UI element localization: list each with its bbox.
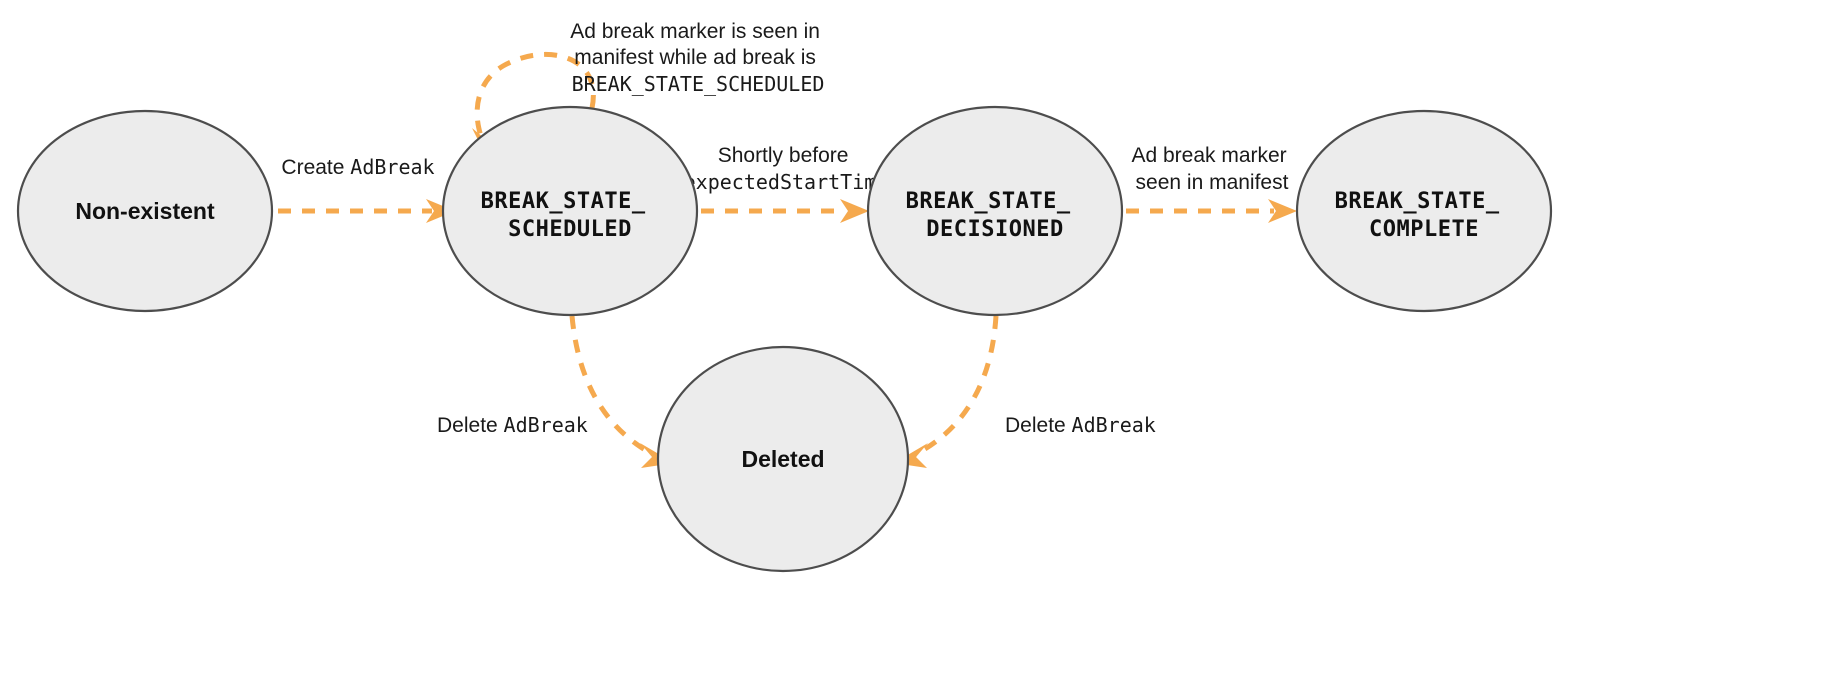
edge-label-part-mono: AdBreak (350, 155, 434, 179)
edge-delete-from-scheduled-label: Delete AdBreak (437, 413, 588, 437)
node-break-state-scheduled-shape[interactable] (441, 105, 699, 317)
node-break-state-complete-shape[interactable] (1295, 109, 1553, 313)
node-complete-line-1: BREAK_STATE_ (1335, 189, 1500, 214)
node-break-state-scheduled-label: BREAK_STATE_ SCHEDULED (481, 189, 660, 242)
node-non-existent-label: Non-existent (75, 198, 215, 224)
edge-delete-label-part-sans: Delete (437, 414, 504, 437)
edge-create-adbreak-arrowhead (426, 199, 455, 223)
edge-label-part-sans: Create (281, 156, 350, 179)
edge-delete-adbreak-from-decisioned: Delete AdBreak (894, 315, 1156, 468)
edge-marker-seen-label-line-1: Ad break marker (1131, 144, 1286, 167)
node-complete-line-2: COMPLETE (1369, 217, 1479, 242)
node-scheduled-line-1: BREAK_STATE_ (481, 189, 646, 214)
edge-self-loop-label-line-3: BREAK_STATE_SCHEDULED (572, 72, 825, 96)
node-break-state-complete-label: BREAK_STATE_ COMPLETE (1335, 189, 1514, 242)
node-break-state-decisioned-label: BREAK_STATE_ DECISIONED (906, 189, 1085, 242)
edge-delete-label-part-mono: AdBreak (504, 413, 588, 437)
edge-delete-from-decisioned-label: Delete AdBreak (1005, 413, 1156, 437)
node-non-existent-shape[interactable] (16, 109, 274, 313)
edge-shortly-before-label-line-1: Shortly before (718, 144, 849, 167)
node-break-state-decisioned-shape[interactable] (866, 105, 1124, 317)
edge-self-loop-label-line-2: manifest while ad break is (574, 46, 816, 69)
node-deleted-label: Deleted (741, 446, 824, 472)
node-deleted[interactable]: Deleted (656, 345, 910, 573)
edge-marker-seen-label-line-2: seen in manifest (1136, 171, 1289, 194)
node-break-state-scheduled[interactable]: BREAK_STATE_ SCHEDULED (441, 105, 699, 317)
edge-delete-from-scheduled-line (569, 315, 664, 462)
edge-create-adbreak-label: Create AdBreak (281, 155, 434, 179)
node-deleted-shape[interactable] (656, 345, 910, 573)
edge-self-loop-label: Ad break marker is seen in manifest whil… (570, 20, 826, 96)
edge-shortly-before-expected-start-time: Shortly before expectedStartTime (684, 144, 889, 223)
edge-delete-adbreak-from-scheduled: Delete AdBreak (437, 315, 674, 468)
node-non-existent[interactable]: Non-existent (16, 109, 274, 313)
edge-shortly-before-label: Shortly before expectedStartTime (684, 144, 889, 194)
edge-delete-from-decisioned-line (904, 315, 999, 462)
edge-shortly-before-label-line-2: expectedStartTime (684, 170, 889, 194)
node-scheduled-line-2: SCHEDULED (508, 217, 632, 242)
edge-marker-seen-while-scheduled: Ad break marker is seen in manifest whil… (472, 20, 826, 158)
edge-delete2-label-part-mono: AdBreak (1072, 413, 1156, 437)
node-break-state-complete[interactable]: BREAK_STATE_ COMPLETE (1295, 109, 1553, 313)
node-decisioned-line-2: DECISIONED (926, 217, 1063, 242)
edge-shortly-before-arrowhead (840, 199, 869, 223)
edge-marker-seen-arrowhead (1268, 199, 1297, 223)
edge-self-loop-label-line-1: Ad break marker is seen in (570, 20, 820, 43)
node-break-state-decisioned[interactable]: BREAK_STATE_ DECISIONED (866, 105, 1124, 317)
edge-self-loop-line (474, 51, 596, 137)
edge-marker-seen-in-manifest: Ad break marker seen in manifest (1126, 144, 1297, 223)
edge-marker-seen-label: Ad break marker seen in manifest (1131, 144, 1292, 194)
node-decisioned-line-1: BREAK_STATE_ (906, 189, 1071, 214)
edge-delete2-label-part-sans: Delete (1005, 414, 1072, 437)
edge-create-adbreak: Create AdBreak (278, 155, 455, 223)
